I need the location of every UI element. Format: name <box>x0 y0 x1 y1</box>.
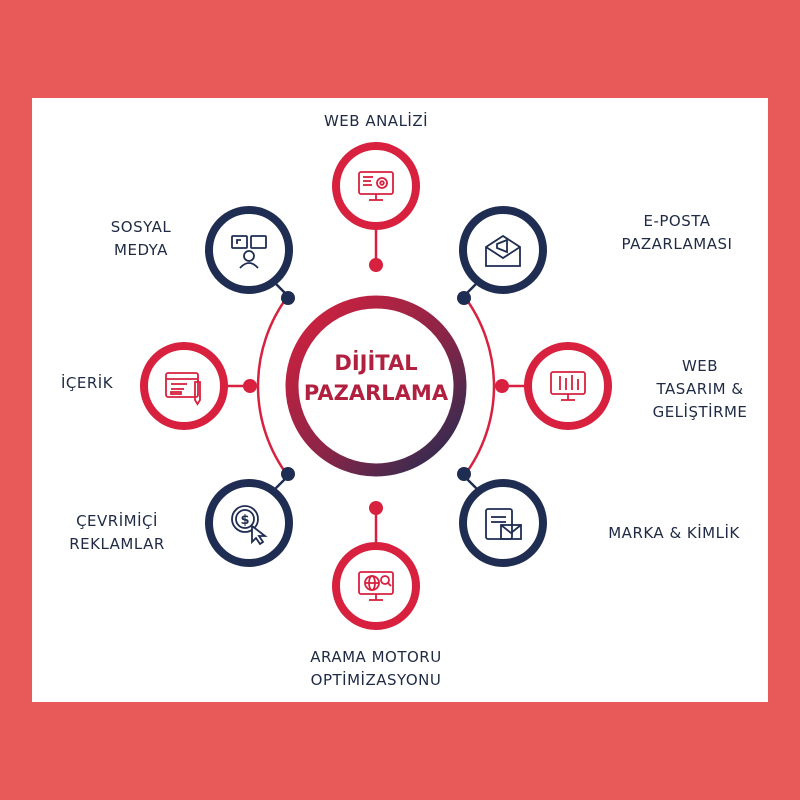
node-reklamlar: $ <box>205 479 293 567</box>
connector-dot-upper-left <box>281 291 295 305</box>
connector-dot-top <box>369 258 383 272</box>
arc-left <box>256 295 290 477</box>
browser-content-icon <box>165 372 201 406</box>
node-marka <box>459 479 547 567</box>
dollar-cursor-icon: $ <box>231 505 268 546</box>
node-sosyal-medya <box>205 206 293 294</box>
label-sosyal-medya: SOSYAL MEDYA <box>110 218 172 259</box>
connector-dot-lower-left <box>281 467 295 481</box>
social-media-icon <box>231 235 267 269</box>
connector-dot-left <box>243 379 257 393</box>
monitor-design-tools-icon <box>550 371 586 401</box>
digital-marketing-diagram: DİJİTAL PAZARLAMA <box>140 142 612 630</box>
arc-right <box>462 295 496 477</box>
diagram-panel: DİJİTAL PAZARLAMA <box>32 98 768 702</box>
envelope-megaphone-icon <box>485 234 521 267</box>
label-arama-motoru: ARAMA MOTORU OPTİMİZASYONU <box>310 648 442 689</box>
monitor-globe-search-icon <box>358 571 394 601</box>
node-eposta <box>459 206 547 294</box>
label-marka: MARKA & KİMLİK <box>608 524 740 542</box>
clipboard-envelope-icon <box>485 508 522 540</box>
label-web-analizi: WEB ANALİZİ <box>323 112 429 130</box>
connector-dot-upper-right <box>457 291 471 305</box>
center-hub: DİJİTAL PAZARLAMA <box>285 295 467 477</box>
node-web-tasarim <box>524 342 612 430</box>
connector-arcs <box>256 295 496 477</box>
label-web-tasarim: WEB TASARIM & GELİŞTİRME <box>652 357 748 421</box>
connector-dot-right <box>495 379 509 393</box>
center-title-line1: DİJİTAL <box>334 350 417 375</box>
monitor-gear-icon <box>358 171 394 201</box>
label-eposta: E-POSTA PAZARLAMASI <box>621 212 733 253</box>
node-arama-motoru <box>332 542 420 630</box>
center-title-line2: PAZARLAMA <box>304 381 449 405</box>
connector-dot-lower-right <box>457 467 471 481</box>
label-icerik: İÇERİK <box>60 374 114 392</box>
node-web-analizi <box>332 142 420 230</box>
connector-dot-bottom <box>369 501 383 515</box>
svg-text:$: $ <box>240 513 249 528</box>
node-icerik <box>140 342 228 430</box>
label-reklamlar: ÇEVRİMİÇİ REKLAMLAR <box>69 512 165 553</box>
